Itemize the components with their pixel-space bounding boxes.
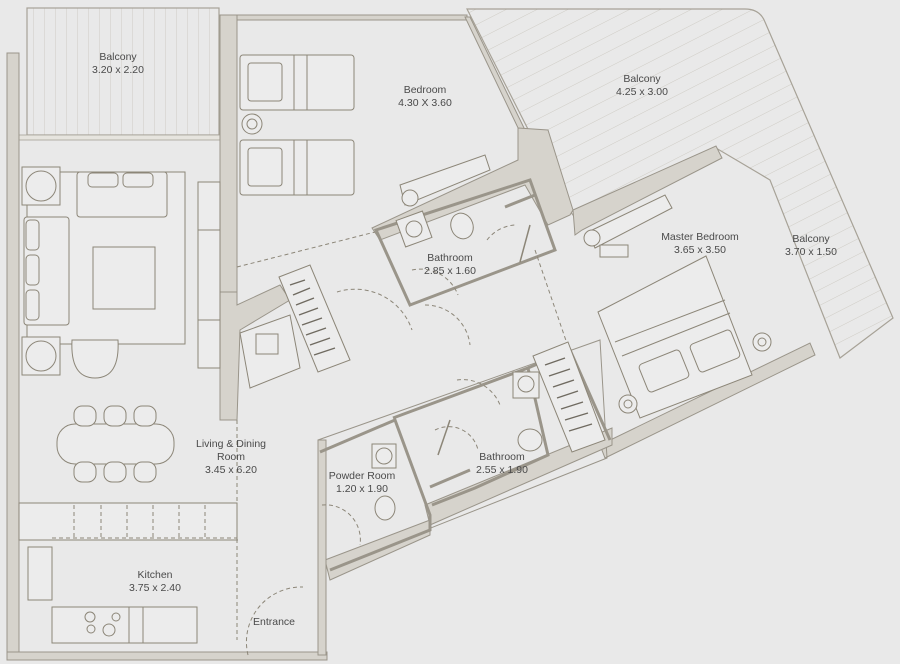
room-size: 4.30 X 3.60 <box>398 97 452 109</box>
room-name: Living & Dining <box>195 438 267 450</box>
room-size: 1.20 x 1.90 <box>336 483 388 495</box>
room-name: Bathroom <box>479 451 525 463</box>
room-size: 3.70 x 1.50 <box>785 246 837 258</box>
room-size: 3.45 x 6.20 <box>205 464 257 476</box>
room-label-bedroom: Bedroom 4.30 X 3.60 <box>398 84 452 110</box>
bathroom-1-fixtures <box>395 193 536 263</box>
master-bedroom-furniture <box>583 194 772 419</box>
room-name: Master Bedroom <box>661 231 739 243</box>
room-size: 3.75 x 2.40 <box>129 582 181 594</box>
room-size: 4.25 x 3.00 <box>616 86 668 98</box>
washer <box>239 314 301 389</box>
room-size: 2.55 x 1.90 <box>476 464 528 476</box>
kitchen-cabinet-doors <box>52 505 237 539</box>
room-label-entrance: Entrance <box>253 616 295 629</box>
room-label-powder-room: Powder Room 1.20 x 1.90 <box>329 470 396 496</box>
kitchen-counters <box>18 502 238 644</box>
room-size: 3.20 x 2.20 <box>92 64 144 76</box>
room-name: Balcony <box>792 233 830 245</box>
bathroom-2-fixtures <box>371 371 543 521</box>
living-furniture <box>21 166 221 483</box>
room-name-2: Room <box>216 451 246 463</box>
room-label-balcony-2: Balcony 4.25 x 3.00 <box>616 73 668 99</box>
room-name: Balcony <box>623 73 661 85</box>
wardrobes <box>278 264 606 453</box>
room-label-balcony-3: Balcony 3.70 x 1.50 <box>785 233 837 259</box>
room-label-bathroom-1: Bathroom 2.85 x 1.60 <box>424 252 476 278</box>
room-name: Balcony <box>99 51 137 63</box>
room-label-kitchen: Kitchen 3.75 x 2.40 <box>129 569 181 595</box>
room-label-balcony-1: Balcony 3.20 x 2.20 <box>92 51 144 77</box>
room-size: 2.85 x 1.60 <box>424 265 476 277</box>
room-label-bathroom-2: Bathroom 2.55 x 1.90 <box>476 451 528 477</box>
room-name: Powder Room <box>328 470 396 482</box>
bedroom-furniture <box>239 54 491 207</box>
room-label-living-dining: Living & Dining Room 3.45 x 6.20 <box>196 438 266 477</box>
hangers <box>289 279 593 432</box>
room-name: Entrance <box>252 616 296 628</box>
room-name: Bathroom <box>427 252 473 264</box>
room-name: Bedroom <box>403 84 447 96</box>
room-size: 3.65 x 3.50 <box>674 244 726 256</box>
room-name: Kitchen <box>137 569 173 581</box>
bathroom-1-walls <box>373 178 557 307</box>
room-label-master-bedroom: Master Bedroom 3.65 x 3.50 <box>661 231 739 257</box>
